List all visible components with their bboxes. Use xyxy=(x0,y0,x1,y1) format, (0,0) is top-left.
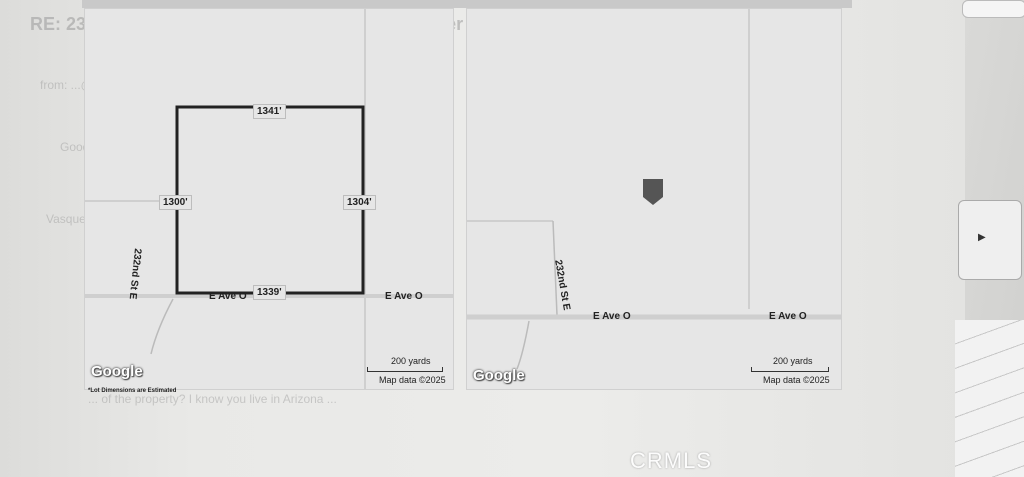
google-logo: Google xyxy=(473,367,525,384)
watermark: CRMLS xyxy=(630,448,713,473)
notebook-paper xyxy=(955,320,1024,477)
road-label: E Ave O xyxy=(385,291,423,302)
map-header-bar xyxy=(82,0,852,8)
road-line xyxy=(552,220,558,316)
device-button xyxy=(958,200,1022,280)
road-label: E Ave O xyxy=(769,311,807,322)
scale-label: 200 yards xyxy=(391,356,431,366)
scale-label: 200 yards xyxy=(773,356,813,366)
measurement-top: 1341' xyxy=(253,104,286,119)
play-icon: ▶ xyxy=(978,232,986,243)
device-edge xyxy=(962,0,1024,18)
ghost-text: Vasquez xyxy=(46,212,92,226)
measurement-bottom: 1339' xyxy=(253,285,286,300)
map-attribution: Map data ©2025 xyxy=(763,375,830,385)
google-logo: Google xyxy=(91,363,143,380)
measurement-left: 1300' xyxy=(159,195,192,210)
lot-note: *Lot Dimensions are Estimated xyxy=(88,388,177,394)
measurement-right: 1304' xyxy=(343,195,376,210)
left-map: 1341' 1300' 1304' 1339' E Ave O E Ave O … xyxy=(84,8,454,390)
right-map: E Ave O E Ave O 232nd St E Google 200 ya… xyxy=(466,8,842,390)
road-label: E Ave O xyxy=(593,311,631,322)
right-map-graphics xyxy=(467,9,841,370)
scale-bar xyxy=(367,367,443,372)
road-line xyxy=(150,298,174,355)
map-pin-icon xyxy=(643,179,663,205)
ghost-text: ... of the property? I know you live in … xyxy=(88,392,337,406)
lot-boundary xyxy=(175,105,365,295)
map-attribution: Map data ©2025 xyxy=(379,375,446,385)
left-map-graphics xyxy=(85,9,453,389)
road-line xyxy=(516,320,530,370)
scale-bar xyxy=(751,367,829,372)
road-label: E Ave O xyxy=(209,291,247,302)
